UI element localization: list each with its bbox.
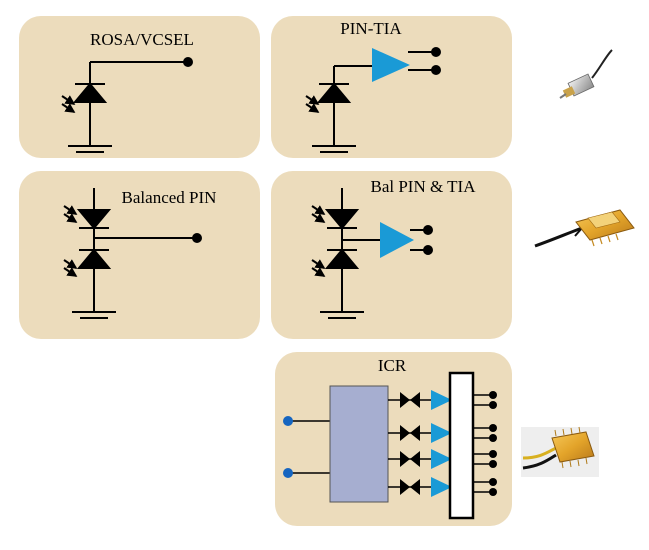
photodiode-icon bbox=[400, 451, 410, 467]
output-terminal bbox=[489, 460, 497, 468]
tia-amplifier-icon bbox=[380, 222, 414, 258]
tia-amplifier-icon bbox=[431, 390, 452, 410]
output-terminal bbox=[489, 478, 497, 486]
balanced-photodiode-symbol bbox=[311, 188, 428, 319]
panel-balanced-pin: Balanced PIN bbox=[19, 171, 260, 339]
output-terminal bbox=[192, 233, 202, 243]
output-terminal bbox=[423, 225, 433, 235]
signal-input-dot bbox=[283, 416, 293, 426]
icr-module-photo bbox=[521, 426, 599, 477]
output-terminal bbox=[431, 65, 441, 75]
panel-title: ROSA/VCSEL bbox=[90, 30, 194, 49]
photodiode-icon bbox=[400, 479, 410, 495]
output-terminal bbox=[423, 245, 433, 255]
balanced-receiver-photo bbox=[534, 209, 635, 248]
photodiode-icon bbox=[400, 425, 410, 441]
photodiode-icon bbox=[410, 425, 420, 441]
panel-pin-tia: PIN-TIA bbox=[271, 16, 512, 158]
tia-amplifier-icon bbox=[431, 449, 452, 469]
panel-title: Balanced PIN bbox=[122, 188, 217, 207]
photodiode-icon bbox=[410, 451, 420, 467]
balanced-photodiode-symbol bbox=[63, 188, 197, 319]
panel-bal-pin-tia: Bal PIN & TIA bbox=[271, 171, 512, 339]
photodiode-icon bbox=[400, 392, 410, 408]
panel-title: Bal PIN & TIA bbox=[371, 177, 477, 196]
output-terminal bbox=[489, 401, 497, 409]
output-terminal bbox=[431, 47, 441, 57]
output-bus bbox=[448, 371, 475, 520]
panel-icr: ICR bbox=[275, 352, 512, 526]
icr-outputs bbox=[473, 391, 497, 496]
output-terminal bbox=[183, 57, 193, 67]
photodiode-icon bbox=[410, 479, 420, 495]
tia-amplifier-icon bbox=[431, 477, 452, 497]
output-terminal bbox=[489, 434, 497, 442]
output-terminal bbox=[489, 450, 497, 458]
photodiode-symbol bbox=[305, 51, 436, 153]
tia-amplifier-icon bbox=[372, 48, 410, 82]
output-terminal bbox=[489, 424, 497, 432]
photodiode-symbol bbox=[61, 61, 188, 153]
output-terminal bbox=[489, 391, 497, 399]
panel-rosa-vcsel: ROSA/VCSEL bbox=[19, 16, 260, 158]
optical-hybrid-block bbox=[329, 385, 389, 503]
lo-input-dot bbox=[283, 468, 293, 478]
tia-amplifier-icon bbox=[431, 423, 452, 443]
output-terminal bbox=[489, 488, 497, 496]
rosa-module-photo bbox=[559, 49, 613, 99]
icr-channels bbox=[388, 390, 452, 497]
input-lines bbox=[288, 420, 330, 474]
panel-title: PIN-TIA bbox=[340, 19, 402, 38]
photodiode-icon bbox=[410, 392, 420, 408]
panel-title: ICR bbox=[378, 356, 407, 375]
